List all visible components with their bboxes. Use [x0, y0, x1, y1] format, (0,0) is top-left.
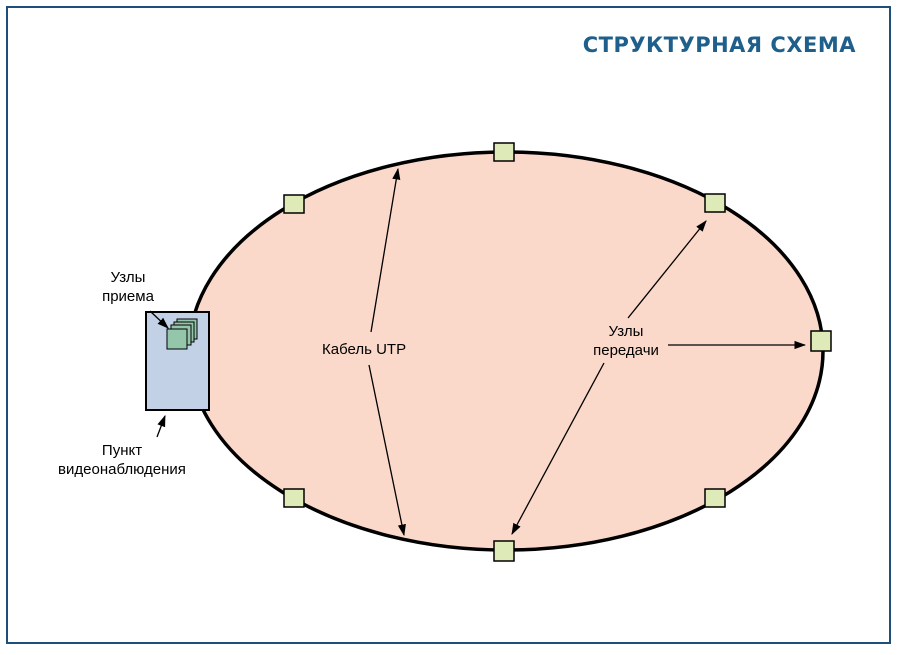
transmit-node [493, 142, 515, 162]
arrow-receive-nodes [149, 310, 169, 329]
transmit-node [704, 193, 726, 213]
arrow-transmit-up [627, 220, 707, 319]
label-cable-utp: Кабель UTP [322, 340, 407, 359]
transmit-node [283, 194, 305, 214]
transmit-node [283, 488, 305, 508]
transmit-node [810, 330, 832, 352]
label-surveillance-post: Пункт видеонаблюдения [58, 442, 186, 478]
arrow-transmit-down [511, 362, 605, 536]
receiving-nodes-stack [166, 318, 198, 350]
arrow-surveillance-post [156, 414, 166, 438]
label-receive-nodes: Узлы приема [102, 269, 154, 305]
arrow-cable-down [368, 364, 406, 537]
label-transmit-nodes: Узлы передачи [584, 322, 668, 360]
transmit-node [704, 488, 726, 508]
arrow-cable-up [370, 167, 401, 333]
diagram-title: СТРУКТУРНАЯ СХЕМА [582, 33, 856, 57]
transmit-node [493, 540, 515, 562]
